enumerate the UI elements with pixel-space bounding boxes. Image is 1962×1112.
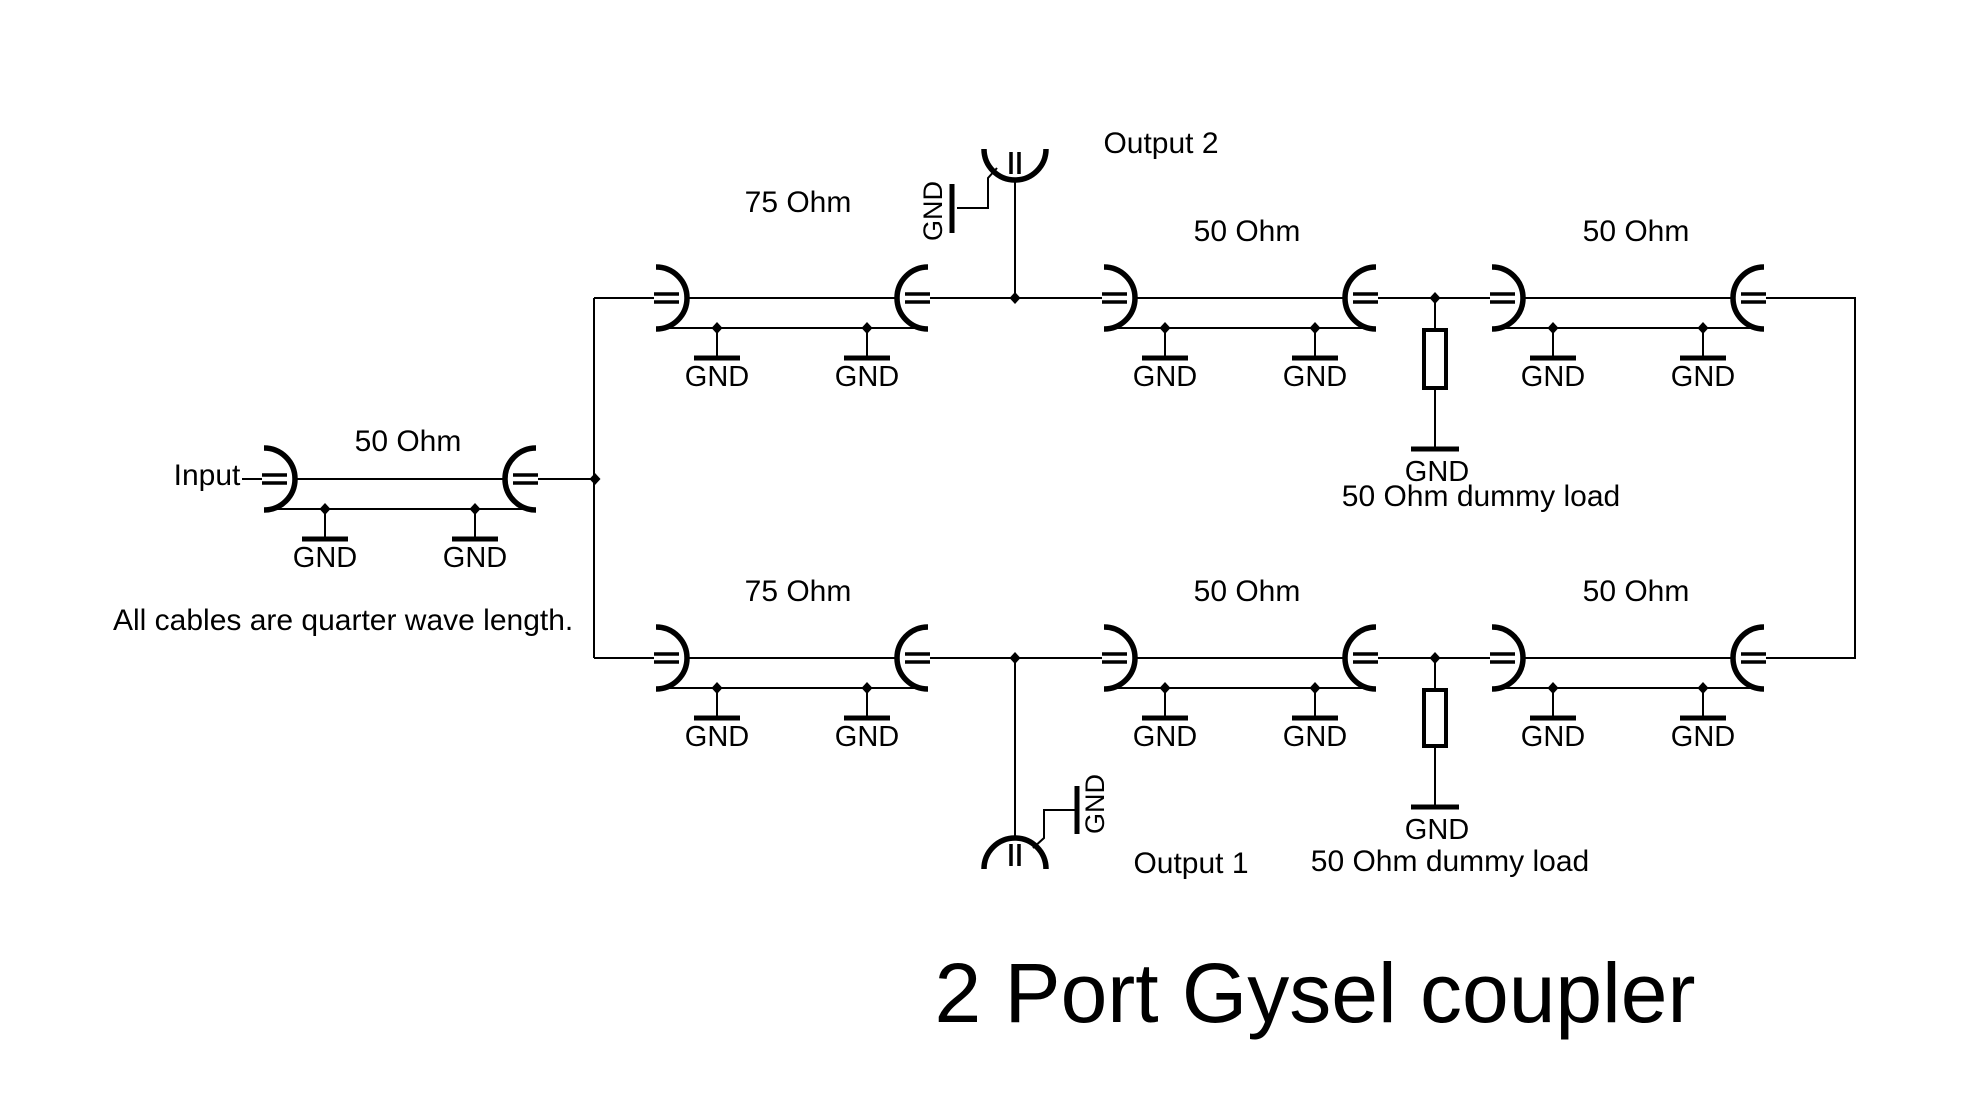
gnd-label: GND [1671, 361, 1735, 393]
gnd-label: GND [1405, 814, 1469, 846]
junction-top-dummy-tap [1429, 292, 1441, 304]
gnd-label: GND [1133, 721, 1197, 753]
gnd-label: GND [293, 542, 357, 574]
bottom-dummy-load-label: 50 Ohm dummy load [1311, 845, 1589, 878]
coax-cable-top-mid-50ohm [1102, 267, 1378, 358]
coax-cable-top-right-50ohm [1490, 267, 1766, 358]
note-quarter-wave: All cables are quarter wave length. [113, 604, 573, 637]
gnd-label: GND [1405, 456, 1469, 488]
cable-label-top-mid-50ohm: 50 Ohm [1194, 215, 1301, 248]
gnd-label: GND [1283, 721, 1347, 753]
coax-cable-bottom-75ohm [654, 627, 930, 718]
output1-port-label: Output 1 [1133, 847, 1248, 880]
output1-connector [984, 838, 1046, 869]
gnd-label: GND [685, 361, 749, 393]
gnd-label: GND [835, 721, 899, 753]
cable-label-top-right-50ohm: 50 Ohm [1583, 215, 1690, 248]
coax-cable-input [262, 448, 538, 539]
coax-cable-top-75ohm [654, 267, 930, 358]
gnd-label-rotated-output2: GND [918, 181, 948, 241]
output2-connector [984, 149, 1046, 180]
gnd-label: GND [1671, 721, 1735, 753]
cable-label-bottom-right-50ohm: 50 Ohm [1583, 575, 1690, 608]
gnd-label: GND [835, 361, 899, 393]
cable-label-bottom-mid-50ohm: 50 Ohm [1194, 575, 1301, 608]
gnd-label-rotated-output1: GND [1080, 774, 1110, 834]
cable-label-top-75ohm: 75 Ohm [745, 186, 852, 219]
gnd-label: GND [443, 542, 507, 574]
gnd-label: GND [1283, 361, 1347, 393]
output2-port-label: Output 2 [1103, 127, 1218, 160]
gnd-label: GND [1521, 361, 1585, 393]
coax-cable-bottom-right-50ohm [1490, 627, 1766, 718]
junction-output2-tap [1009, 292, 1021, 304]
top-dummy-load-label: 50 Ohm dummy load [1342, 480, 1620, 513]
bottom-dummy-load-resistor [1422, 688, 1448, 748]
junction-input-split [589, 473, 601, 485]
input-port-label: Input [174, 459, 241, 492]
page-title: 2 Port Gysel coupler [934, 946, 1695, 1040]
wire-output1-ground-hook [1032, 809, 1075, 849]
wire-output2-ground-hook [957, 167, 998, 209]
gnd-label: GND [685, 721, 749, 753]
gnd-label: GND [1521, 721, 1585, 753]
top-dummy-load-resistor [1422, 328, 1448, 390]
gnd-label: GND [1133, 361, 1197, 393]
junction-output1-tap [1009, 652, 1021, 664]
cable-label-input-50ohm: 50 Ohm [355, 425, 462, 458]
cable-label-bottom-75ohm: 75 Ohm [745, 575, 852, 608]
junction-bottom-dummy-tap [1429, 652, 1441, 664]
coax-cable-bottom-mid-50ohm [1102, 627, 1378, 718]
